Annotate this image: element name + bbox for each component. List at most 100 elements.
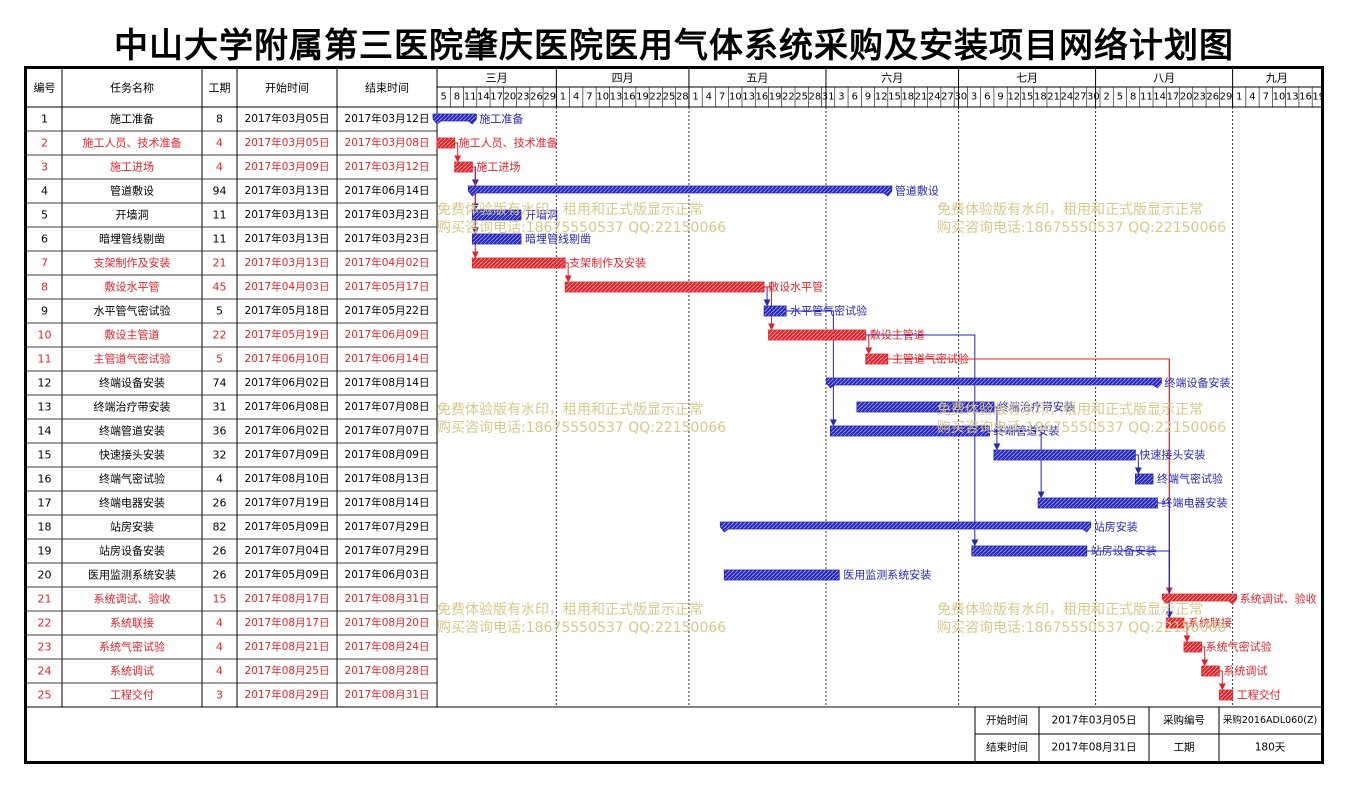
day-tick-label: 4 <box>1249 92 1255 103</box>
task-duration: 26 <box>213 569 227 582</box>
task-end: 2017年04月02日 <box>345 256 430 269</box>
day-tick-label: 1 <box>560 92 566 103</box>
task-name: 快速接头安装 <box>99 448 165 462</box>
footer-cell: 2017年03月05日 <box>1052 714 1137 727</box>
day-tick-label: 12 <box>875 92 888 103</box>
task-id: 5 <box>41 209 48 222</box>
day-tick-label: 22 <box>649 92 662 103</box>
dependency-arrow <box>471 166 479 259</box>
bar-label: 系统调试、验收 <box>1240 592 1317 606</box>
task-end: 2017年03月23日 <box>345 208 430 221</box>
day-tick-label: 6 <box>984 92 990 103</box>
task-end: 2017年03月08日 <box>345 136 430 149</box>
dependency-arrow <box>763 286 771 307</box>
task-start: 2017年08月17日 <box>245 592 330 605</box>
task-duration: 4 <box>216 641 223 654</box>
day-tick-label: 14 <box>1153 92 1166 103</box>
task-end: 2017年07月08日 <box>345 400 430 413</box>
task-bar <box>763 305 787 317</box>
task-name: 支架制作及安装 <box>94 256 171 270</box>
task-bar <box>471 257 566 269</box>
task-name: 暗埋管线剔凿 <box>99 232 165 246</box>
task-start: 2017年03月13日 <box>245 256 330 269</box>
task-duration: 5 <box>216 353 223 366</box>
day-tick-label: 4 <box>573 92 579 103</box>
task-id: 22 <box>38 617 52 630</box>
day-tick-label: 20 <box>1180 92 1193 103</box>
task-end: 2017年08月28日 <box>345 664 430 677</box>
day-tick-label: 30 <box>954 92 967 103</box>
dependency-arrow <box>993 406 1001 451</box>
task-bar <box>829 425 990 437</box>
day-tick-label: 6 <box>852 92 858 103</box>
task-duration: 94 <box>213 185 227 198</box>
task-id: 16 <box>38 473 52 486</box>
task-bar <box>971 545 1088 557</box>
task-duration: 11 <box>213 209 227 222</box>
task-id: 10 <box>38 329 52 342</box>
task-bar <box>1183 641 1203 653</box>
task-duration: 82 <box>213 521 227 534</box>
month-label: 六月 <box>881 72 903 85</box>
day-tick-label: 30 <box>1087 92 1100 103</box>
task-duration: 4 <box>216 473 223 486</box>
task-start: 2017年07月04日 <box>245 544 330 557</box>
day-tick-label: 7 <box>1263 92 1269 103</box>
day-tick-label: 15 <box>888 92 901 103</box>
day-tick-label: 25 <box>663 92 676 103</box>
task-id: 2 <box>41 137 48 150</box>
day-tick-label: 19 <box>769 92 782 103</box>
day-tick-label: 20 <box>504 92 517 103</box>
bar-label: 快速接头安装 <box>1139 448 1205 462</box>
day-tick-label: 16 <box>756 92 769 103</box>
task-bar <box>454 161 473 173</box>
task-end: 2017年07月29日 <box>345 520 430 533</box>
task-end: 2017年03月12日 <box>345 160 430 173</box>
bar-label: 主管道气密试验 <box>892 352 969 366</box>
day-tick-label: 29 <box>1220 92 1233 103</box>
task-duration: 32 <box>213 449 227 462</box>
task-name: 敷设水平管 <box>105 280 160 294</box>
task-start: 2017年06月10日 <box>245 352 330 365</box>
dependency-arrow <box>1134 454 1142 475</box>
task-start: 2017年03月13日 <box>245 184 330 197</box>
day-tick-label: 19 <box>1312 92 1321 103</box>
day-tick-label: 10 <box>729 92 742 103</box>
task-start: 2017年05月09日 <box>245 568 330 581</box>
task-duration: 74 <box>213 377 227 390</box>
day-tick-label: 24 <box>928 92 941 103</box>
task-bar <box>564 281 765 293</box>
task-duration: 8 <box>216 113 223 126</box>
task-duration: 4 <box>216 161 223 174</box>
task-bar <box>1134 473 1154 485</box>
task-bar <box>471 209 522 221</box>
day-tick-label: 27 <box>941 92 954 103</box>
task-start: 2017年08月29日 <box>245 688 330 701</box>
task-duration: 3 <box>216 689 223 702</box>
month-label: 九月 <box>1266 72 1288 85</box>
day-tick-label: 19 <box>636 92 649 103</box>
task-id: 20 <box>38 569 52 582</box>
month-label: 八月 <box>1153 72 1175 85</box>
bar-label: 工程交付 <box>1237 688 1281 702</box>
task-start: 2017年03月13日 <box>245 232 330 245</box>
task-start: 2017年06月08日 <box>245 400 330 413</box>
task-name: 施工准备 <box>110 112 154 126</box>
day-tick-label: 13 <box>1286 92 1299 103</box>
task-id: 21 <box>38 593 52 606</box>
day-tick-label: 1 <box>692 92 698 103</box>
task-name: 管道敷设 <box>110 184 154 198</box>
bar-label: 终端治疗带安装 <box>998 400 1075 414</box>
task-end: 2017年08月14日 <box>345 376 430 389</box>
bar-label: 系统气密试验 <box>1206 640 1272 654</box>
task-end: 2017年08月20日 <box>345 616 430 629</box>
task-name: 系统气密试验 <box>99 640 165 654</box>
task-start: 2017年05月19日 <box>245 328 330 341</box>
task-name: 站房设备安装 <box>99 544 165 558</box>
task-name: 终端气密试验 <box>99 472 165 486</box>
task-bar <box>1037 497 1158 509</box>
day-tick-label: 7 <box>586 92 592 103</box>
task-name: 施工人员、技术准备 <box>83 136 182 150</box>
